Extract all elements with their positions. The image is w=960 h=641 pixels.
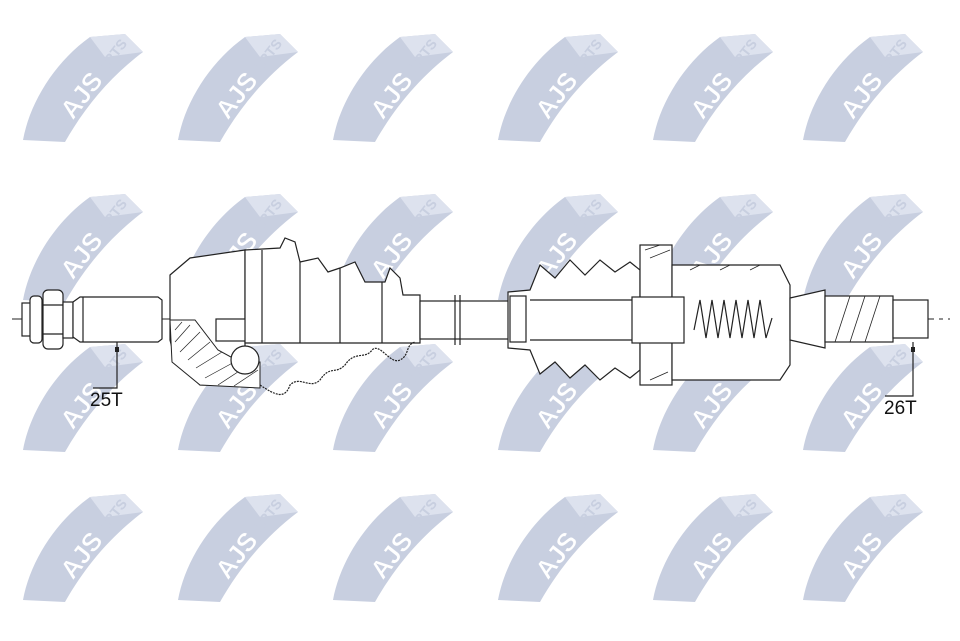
right-spline-label: 26T bbox=[884, 398, 917, 419]
outer-boot bbox=[244, 237, 421, 395]
left-nut bbox=[21, 289, 74, 350]
inner-tripod-housing bbox=[631, 244, 791, 386]
intermediate-shaft bbox=[419, 295, 513, 345]
left-spline bbox=[72, 296, 163, 343]
right-leader bbox=[885, 342, 914, 397]
right-stub-spline bbox=[789, 289, 929, 349]
left-leader bbox=[93, 342, 118, 389]
inner-boot bbox=[507, 259, 641, 381]
left-spline-label: 25T bbox=[90, 390, 123, 411]
